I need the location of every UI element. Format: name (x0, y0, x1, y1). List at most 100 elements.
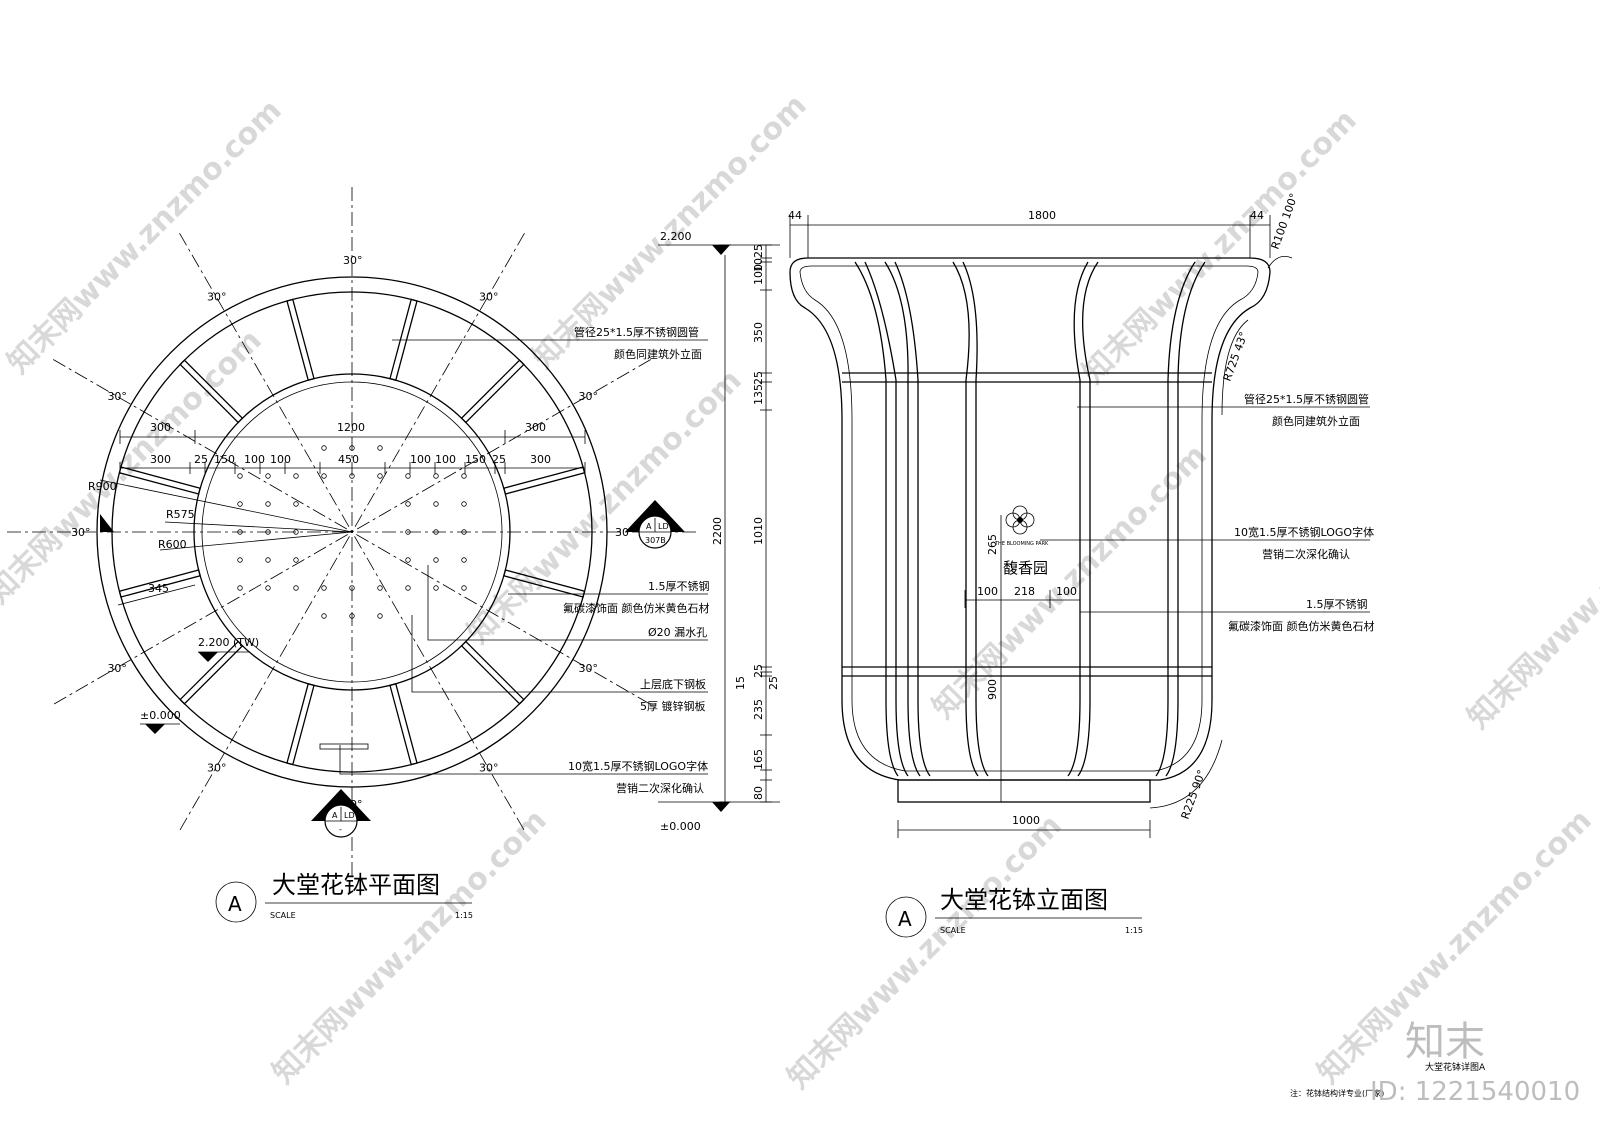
rib (179, 359, 244, 424)
section-a-right: A (646, 522, 652, 531)
elev-dim-logo-h: 265 (986, 534, 999, 555)
section-a-bottom: A (332, 811, 338, 820)
drain-hole (321, 445, 327, 451)
elev-note-steel-1: 1.5厚不锈钢 (1306, 598, 1368, 611)
elev-rib-inner (1077, 261, 1099, 777)
elev-rib (1067, 261, 1089, 777)
elev-level-top-marker (712, 245, 730, 255)
drain-hole (321, 473, 327, 479)
elev-rib-inner (894, 261, 931, 777)
vase-base (897, 779, 1151, 803)
section-arrow-left (100, 514, 114, 532)
drain-hole (349, 585, 355, 591)
section-ld-bottom: LD (344, 811, 355, 820)
logo-small-text: THE BLOOMING PARK (994, 541, 1049, 547)
elev-dim-left-2: 100 (752, 264, 765, 285)
elev-scale-label: SCALE (940, 926, 966, 935)
elev-rib (854, 261, 899, 777)
drain-hole (293, 529, 299, 535)
dim-top1-2: 300 (525, 421, 546, 434)
angle-label: 30° (71, 526, 91, 539)
section-symbol-bottom: A LD - (311, 789, 371, 838)
dim-top2-4: 100 (270, 453, 291, 466)
drain-hole (377, 445, 383, 451)
footer-note: 注：花钵结构详专业(厂家) (1290, 1088, 1384, 1098)
elev-level-bottom-marker (712, 802, 730, 812)
radius-600: R600 (158, 538, 187, 551)
elev-dim-logo-0: 100 (977, 585, 998, 598)
logo-mark (1005, 505, 1035, 535)
dim-top2-1: 25 (194, 453, 208, 466)
drain-hole (461, 473, 467, 479)
dim-top1-0: 300 (150, 421, 171, 434)
elev-dim-logo-2: 100 (1056, 585, 1077, 598)
elevation-ribs (854, 261, 1206, 777)
elev-dim-top-1: 1800 (1028, 209, 1056, 222)
watermarks: 知末网www.znzmo.com 知末网www.znzmo.com 知末网www… (0, 88, 1600, 1096)
elev-rib-inner (864, 261, 909, 777)
elev-rib-inner (962, 261, 989, 777)
plan-scale: 1:15 (455, 911, 473, 920)
rib (389, 683, 418, 766)
dimension-ticks (119, 430, 586, 474)
drain-hole (377, 473, 383, 479)
drain-hole (237, 585, 243, 591)
drain-hole (377, 613, 383, 619)
elev-note-pipe-1: 管径25*1.5厚不锈钢圆管 (1244, 392, 1369, 406)
rib (460, 640, 525, 705)
elev-grid-ref: A (898, 907, 912, 931)
image-id: ID: 1221540010 (1370, 1077, 1580, 1107)
drain-hole (461, 529, 467, 535)
level-tw: 2.200 (TW) (198, 636, 259, 649)
elevation-view: THE BLOOMING PARK 馥香园 44 1800 44 25 10 1… (658, 191, 1375, 938)
elev-dim-bottom: 1000 (1012, 814, 1040, 827)
dim-top2-8: 150 (465, 453, 486, 466)
drain-hole (405, 473, 411, 479)
drain-hole (405, 557, 411, 563)
radial-ribs (118, 298, 586, 766)
elev-dim-left-1: 10 (752, 258, 765, 272)
plan-note-pipe-2: 颜色同建筑外立面 (614, 347, 702, 361)
elev-rib-inner (1165, 261, 1206, 777)
rib (286, 298, 315, 381)
dim-top1-1: 1200 (337, 421, 365, 434)
elev-dim-left-12: 80 (752, 786, 765, 800)
level-marker-tw (198, 652, 218, 662)
dim-top2-0: 300 (150, 453, 171, 466)
elev-dim-top-0: 44 (788, 209, 802, 222)
elev-grid-bubble (885, 896, 927, 938)
plan-grid-bubble (215, 881, 257, 923)
rib (503, 466, 586, 495)
drain-hole (321, 585, 327, 591)
dim-top2-3: 100 (244, 453, 265, 466)
drain-hole (293, 585, 299, 591)
watermark-7: 知末网www.znzmo.com (1461, 448, 1600, 736)
elev-rib (952, 261, 979, 777)
watermark-6: 知末网www.znzmo.com (926, 438, 1214, 726)
drain-hole (433, 557, 439, 563)
section-dash: - (339, 825, 342, 834)
elev-radius-bottom: R225 90° (1179, 768, 1209, 821)
elev-dim-left-7: 25 (752, 664, 765, 678)
drain-hole (265, 501, 271, 507)
vase-outline-inner (799, 265, 1259, 772)
drain-hole (265, 529, 271, 535)
watermark-8: 知末网www.znzmo.com (266, 803, 554, 1091)
footer: 知末 大堂花钵详图A 注：花钵结构详专业(厂家) ID: 1221540010 (1290, 1019, 1580, 1107)
elev-rib (1155, 261, 1196, 777)
drain-hole (433, 473, 439, 479)
watermark-9: 知末网www.znzmo.com (781, 808, 1069, 1096)
section-ref: 307B (645, 536, 666, 545)
drain-hole (405, 585, 411, 591)
rib (118, 466, 201, 495)
rib (389, 298, 418, 381)
drain-hole (293, 473, 299, 479)
detail-title: 大堂花钵详图A (1425, 1061, 1486, 1073)
elev-note-steel-2: 氟碳漆饰面 颜色仿米黄色石材 (1228, 619, 1375, 633)
rib (179, 640, 244, 705)
elev-dim-left-5: 135 (752, 384, 765, 405)
dim-top2-2: 150 (214, 453, 235, 466)
plan-title: 大堂花钵平面图 (272, 871, 440, 899)
drain-hole (461, 501, 467, 507)
